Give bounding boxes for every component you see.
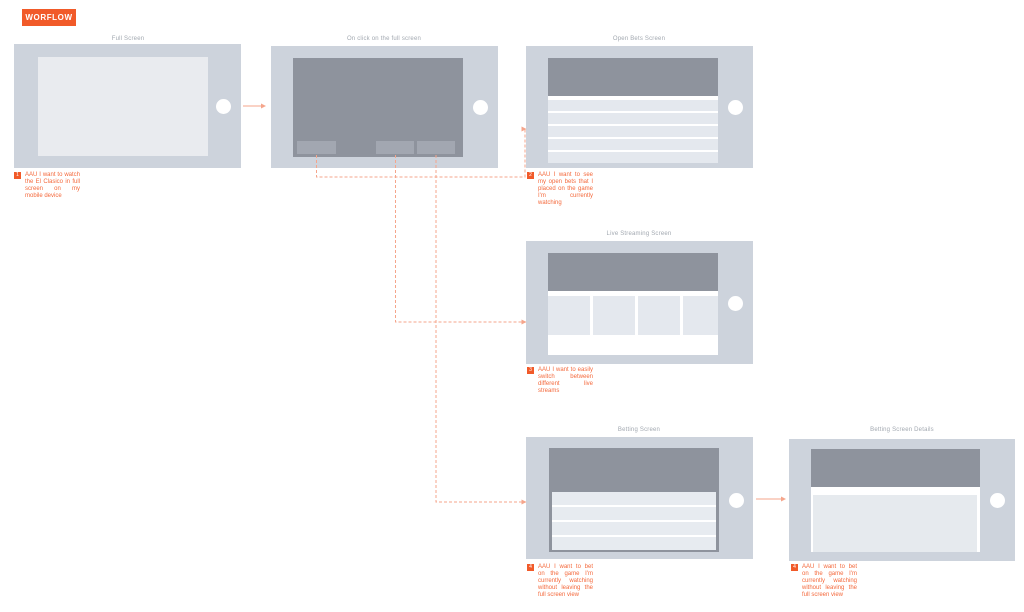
betting-list-panel	[552, 492, 716, 550]
video-area-active	[549, 448, 719, 552]
overlay-button-streams	[376, 141, 414, 154]
user-story-4: 4 AAU I want to bet on the game I'm curr…	[527, 564, 593, 599]
stream-thumbnails-panel	[548, 291, 718, 355]
stream-thumbnail	[593, 296, 635, 335]
bet-list-row	[548, 152, 718, 163]
screen-title-full-screen: Full Screen	[111, 36, 145, 42]
user-story-number-badge: 2	[527, 172, 534, 179]
user-story-number-badge: 4	[791, 564, 798, 571]
screen-title-live-streaming: Live Streaming Screen	[606, 231, 672, 237]
bet-detail-panel-bg	[811, 487, 980, 552]
user-story-text: AAU I want to watch the El Clasico in fu…	[25, 172, 80, 199]
header-block	[548, 58, 718, 96]
bet-list-row	[548, 126, 718, 137]
home-button-icon	[216, 98, 231, 114]
user-story-text: AAU I want to easily switch between diff…	[538, 367, 593, 394]
workflow-title: WORFLOW	[25, 13, 73, 22]
header-block	[811, 449, 980, 487]
home-button-icon	[728, 492, 744, 508]
workflow-title-badge: WORFLOW	[22, 9, 76, 26]
arrow-full-to-onclick	[243, 103, 266, 109]
flow-overlay-to-betting	[435, 155, 527, 505]
user-story-1: 1 AAU I want to watch the El Clasico in …	[14, 172, 80, 200]
betting-option-row	[552, 507, 716, 520]
stream-thumbnail	[548, 296, 590, 335]
user-story-text: AAU I want to see my open bets that I pl…	[538, 172, 593, 206]
arrow-betting-to-details	[756, 496, 786, 502]
home-button-icon	[728, 296, 743, 311]
phone-betting-details	[789, 439, 1015, 561]
bet-list-row	[548, 113, 718, 124]
user-story-3: 3 AAU I want to easily switch between di…	[527, 367, 593, 395]
screen-title-betting: Betting Screen	[617, 427, 661, 433]
phone-on-click	[271, 46, 498, 168]
betting-option-row	[552, 522, 716, 535]
phone-full-screen	[14, 44, 241, 168]
bets-list-panel	[548, 96, 718, 163]
user-story-2: 2 AAU I want to see my open bets that I …	[527, 172, 593, 207]
home-button-icon	[728, 99, 743, 115]
user-story-text: AAU I want to bet on the game I'm curren…	[802, 564, 857, 598]
user-story-number-badge: 3	[527, 367, 534, 374]
bet-detail-panel	[813, 495, 977, 552]
user-story-number-badge: 1	[14, 172, 21, 179]
home-button-icon	[473, 99, 488, 115]
user-story-text: AAU I want to bet on the game I'm curren…	[538, 564, 593, 598]
betting-option-row	[552, 537, 716, 550]
flow-overlay-to-live-streaming	[395, 155, 527, 325]
screen-title-betting-details: Betting Screen Details	[870, 427, 934, 433]
phone-open-bets	[526, 46, 753, 168]
video-area	[38, 57, 208, 156]
overlay-button-betting	[417, 141, 455, 154]
screen-title-open-bets: Open Bets Screen	[612, 36, 666, 42]
screen-title-on-click: On click on the full screen	[346, 36, 422, 42]
stream-thumbnail	[683, 296, 718, 335]
betting-option-row	[552, 492, 716, 505]
overlay-button-bets	[297, 141, 336, 154]
phone-live-streaming	[526, 241, 753, 364]
stream-player-block	[548, 253, 718, 291]
phone-betting	[526, 437, 753, 559]
bet-list-row	[548, 139, 718, 150]
user-story-4-details: 4 AAU I want to bet on the game I'm curr…	[791, 564, 857, 599]
user-story-number-badge: 4	[527, 564, 534, 571]
video-area-active	[293, 58, 463, 157]
home-button-icon	[989, 492, 1005, 508]
stream-thumbnail	[638, 296, 680, 335]
bet-list-row	[548, 100, 718, 111]
